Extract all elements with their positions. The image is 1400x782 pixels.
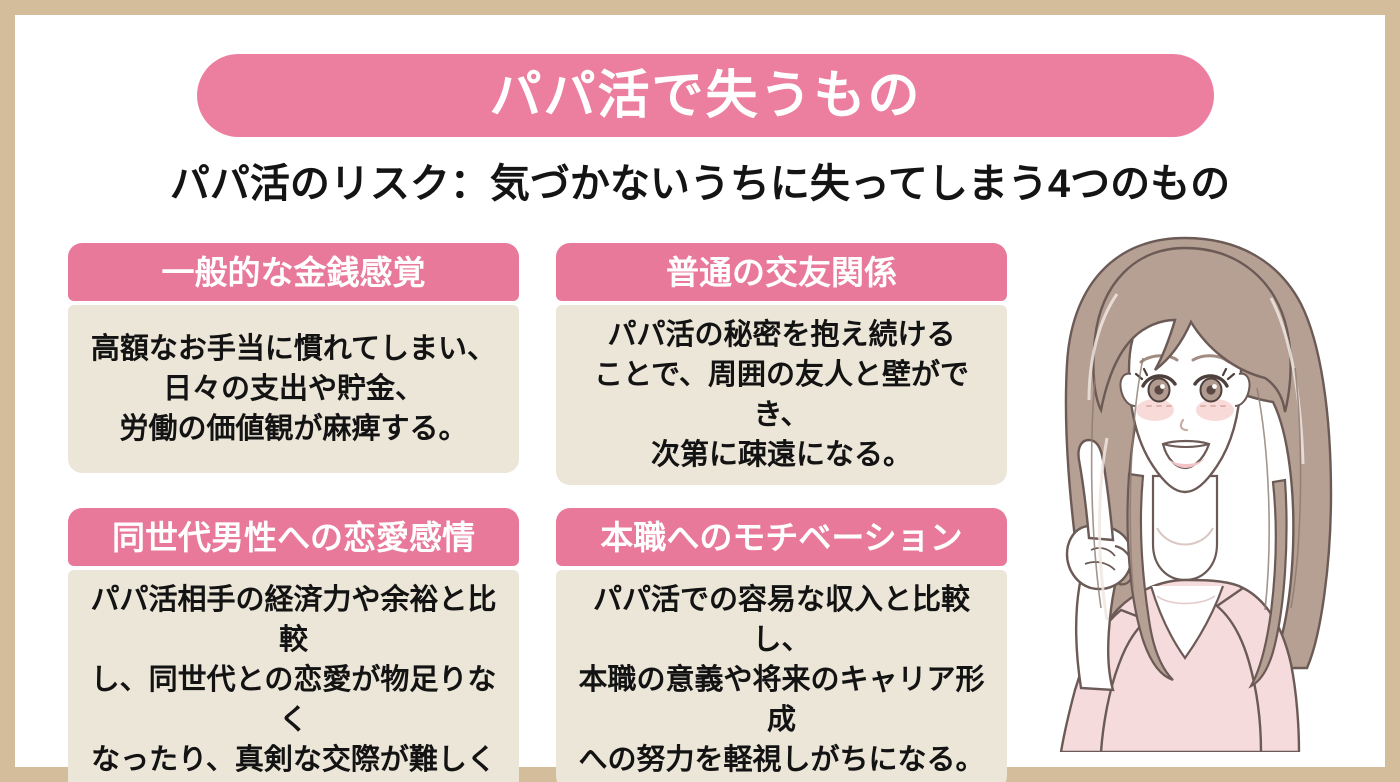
card-title: 同世代男性への恋愛感情 bbox=[112, 518, 475, 556]
card-body: パパ活での容易な収入と比較し、 本職の意義や将来のキャリア形成 への努力を軽視し… bbox=[556, 570, 1007, 782]
page-subtitle: パパ活のリスク：気づかないうちに失ってしまう4つのもの bbox=[169, 162, 1231, 206]
title-banner: パパ活で失うもの bbox=[197, 54, 1214, 137]
card-description: パパ活での容易な収入と比較し、 本職の意義や将来のキャリア形成 への努力を軽視し… bbox=[578, 584, 985, 777]
card-description: パパ活相手の経済力や余裕と比較 し、同世代との恋愛が物足りなく なったり、真剣な… bbox=[90, 584, 497, 777]
smiling-woman-pointing-up-illustration bbox=[985, 228, 1385, 752]
card-body: パパ活相手の経済力や余裕と比較 し、同世代との恋愛が物足りなく なったり、真剣な… bbox=[68, 570, 519, 782]
card-title: 普通の交友関係 bbox=[666, 253, 897, 291]
card-title: 一般的な金銭感覚 bbox=[161, 253, 426, 291]
card-description: 高額なお手当に慣れてしまい、 日々の支出や貯金、 労働の価値観が麻痺する。 bbox=[90, 332, 497, 445]
blush-left bbox=[1136, 399, 1174, 421]
card-header: 本職へのモチベーション bbox=[556, 508, 1007, 566]
card-header: 同世代男性への恋愛感情 bbox=[68, 508, 519, 566]
card-body: 高額なお手当に慣れてしまい、 日々の支出や貯金、 労働の価値観が麻痺する。 bbox=[68, 305, 519, 473]
hair-highlights bbox=[1087, 293, 1305, 621]
blush-right bbox=[1196, 399, 1234, 421]
card-body: パパ活の秘密を抱え続ける ことで、周囲の友人と壁ができ、 次第に疎遠になる。 bbox=[556, 305, 1007, 486]
eye-right bbox=[1193, 367, 1236, 403]
card-item: 本職へのモチベーション パパ活での容易な収入と比較し、 本職の意義や将来のキャリ… bbox=[556, 508, 1007, 782]
card-item: 普通の交友関係 パパ活の秘密を抱え続ける ことで、周囲の友人と壁ができ、 次第に… bbox=[556, 243, 1007, 486]
hair-front bbox=[1087, 246, 1305, 689]
card-header: 普通の交友関係 bbox=[556, 243, 1007, 301]
card-title: 本職へのモチベーション bbox=[600, 518, 963, 556]
card-item: 同世代男性への恋愛感情 パパ活相手の経済力や余裕と比較 し、同世代との恋愛が物足… bbox=[68, 508, 519, 782]
card-header: 一般的な金銭感覚 bbox=[68, 243, 519, 301]
page-title: パパ活で失うもの bbox=[489, 66, 922, 125]
card-item: 一般的な金銭感覚 高額なお手当に慣れてしまい、 日々の支出や貯金、 労働の価値観… bbox=[68, 243, 519, 473]
card-description: パパ活の秘密を抱え続ける ことで、周囲の友人と壁ができ、 次第に疎遠になる。 bbox=[594, 319, 969, 472]
